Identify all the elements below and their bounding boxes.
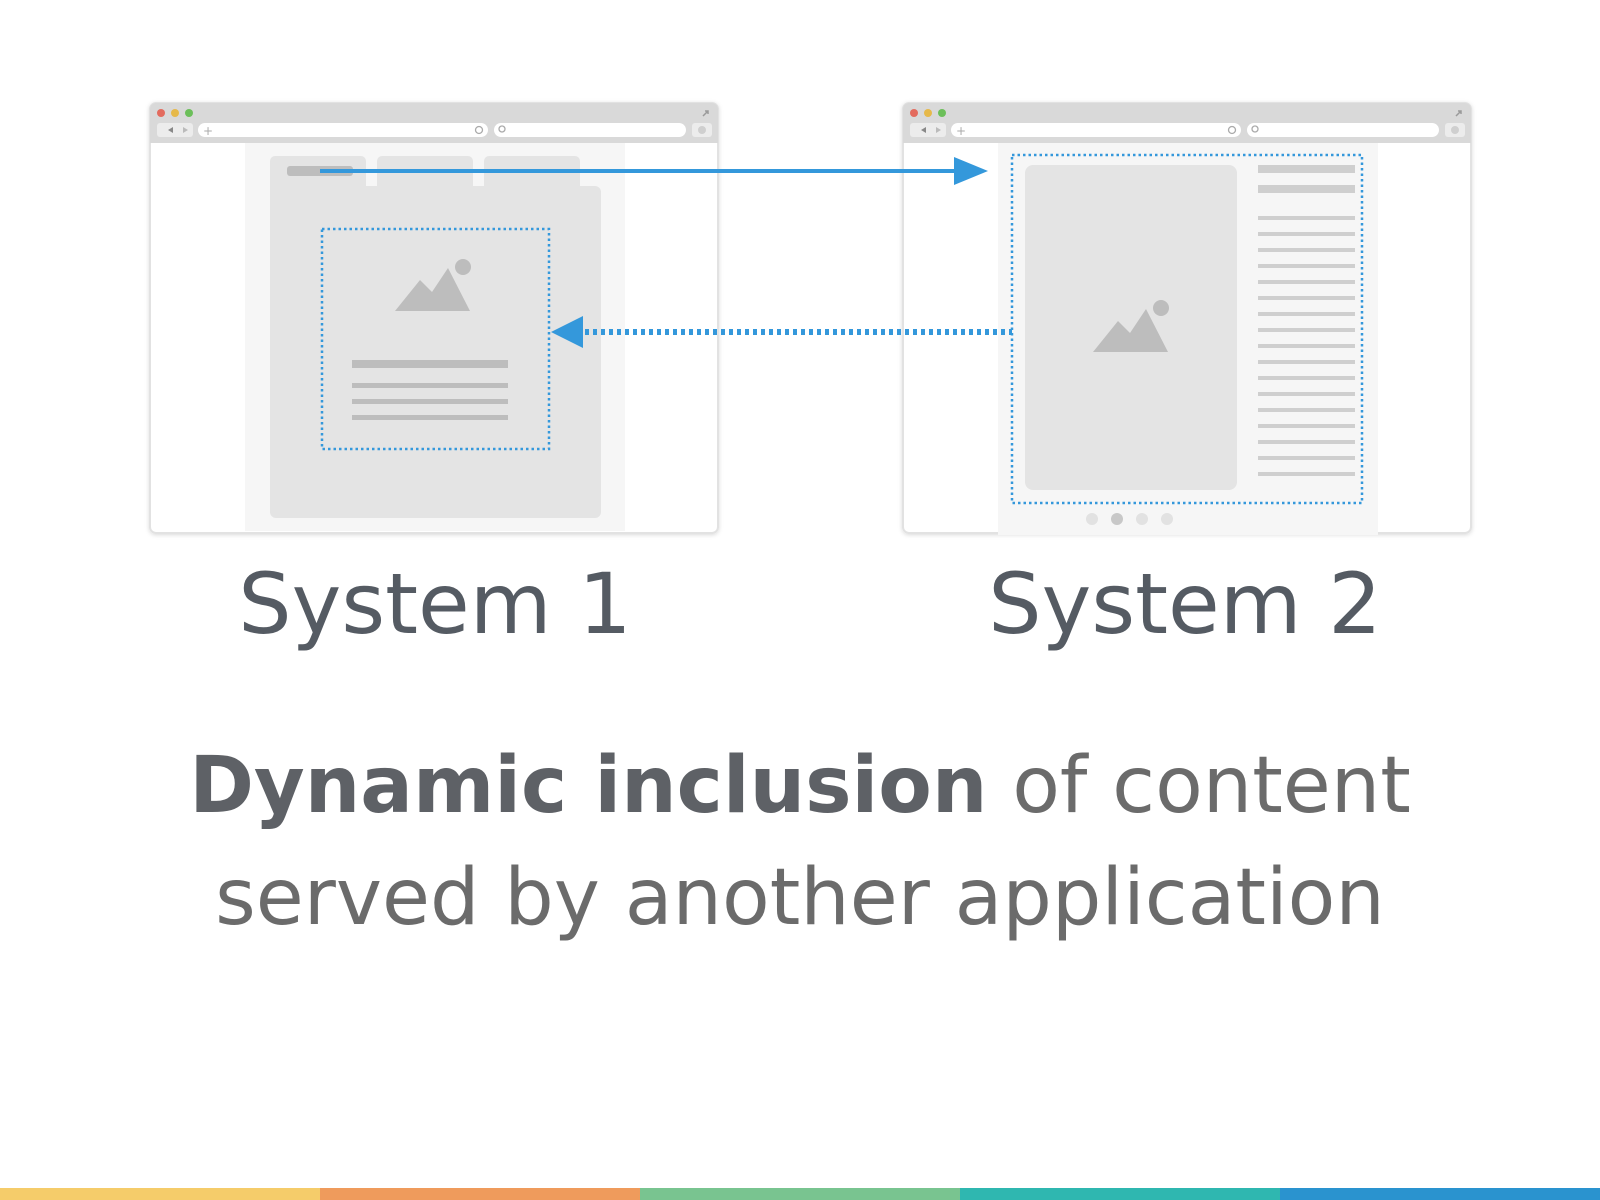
detail-heading-line bbox=[1258, 185, 1355, 193]
new-tab-icon: + bbox=[203, 124, 213, 138]
close-dot-icon bbox=[910, 109, 918, 117]
arrow-left-icon bbox=[551, 316, 1012, 348]
fragment-text-line bbox=[352, 415, 508, 420]
fullscreen-icon bbox=[1455, 110, 1462, 117]
maximize-dot-icon bbox=[185, 109, 193, 117]
stripe-segment bbox=[0, 1188, 320, 1200]
fullscreen-icon bbox=[702, 110, 709, 117]
arrow-right-icon bbox=[320, 157, 988, 185]
forward-icon bbox=[183, 127, 188, 133]
image-placeholder-icon bbox=[1093, 300, 1169, 352]
caption-emphasis: Dynamic inclusion bbox=[189, 741, 988, 831]
back-icon bbox=[921, 127, 926, 133]
browser-window-system-1: + bbox=[149, 102, 719, 534]
browser-window-system-2: + bbox=[902, 102, 1472, 535]
content-panel bbox=[270, 186, 601, 518]
maximize-dot-icon bbox=[938, 109, 946, 117]
stripe-segment bbox=[960, 1188, 1280, 1200]
included-fragment-frame bbox=[320, 227, 551, 451]
carousel-dots bbox=[1086, 513, 1173, 525]
reload-icon bbox=[474, 125, 484, 135]
address-bar bbox=[198, 123, 488, 137]
system-2-label: System 2 bbox=[988, 555, 1382, 653]
search-bar bbox=[1247, 123, 1439, 137]
nav-buttons bbox=[157, 123, 193, 137]
nav-buttons bbox=[910, 123, 946, 137]
new-tab-icon: + bbox=[956, 124, 966, 138]
detail-heading-line bbox=[1258, 165, 1355, 173]
reload-icon bbox=[1227, 125, 1237, 135]
image-card bbox=[1025, 165, 1237, 490]
address-bar bbox=[951, 123, 1241, 137]
fragment-text-line bbox=[352, 383, 508, 388]
fragment-text-line bbox=[352, 399, 508, 404]
caption-line-2: served by another application bbox=[215, 853, 1385, 943]
integration-diagram: + + bbox=[149, 102, 1472, 535]
stripe-segment bbox=[640, 1188, 960, 1200]
search-icon bbox=[498, 125, 506, 133]
search-bar bbox=[494, 123, 686, 137]
minimize-dot-icon bbox=[924, 109, 932, 117]
bottom-color-stripe bbox=[0, 1188, 1600, 1200]
stripe-segment bbox=[320, 1188, 640, 1200]
stripe-segment bbox=[1280, 1188, 1600, 1200]
search-icon bbox=[1251, 125, 1259, 133]
image-placeholder-icon bbox=[395, 259, 471, 311]
caption-line-1: Dynamic inclusion of content bbox=[0, 730, 1600, 842]
system-1-label: System 1 bbox=[238, 555, 632, 653]
forward-icon bbox=[936, 127, 941, 133]
back-icon bbox=[168, 127, 173, 133]
fragment-heading-line bbox=[352, 360, 508, 368]
caption-rest: of content bbox=[1012, 741, 1411, 831]
detail-text-lines bbox=[1258, 216, 1355, 476]
minimize-dot-icon bbox=[171, 109, 179, 117]
close-dot-icon bbox=[157, 109, 165, 117]
